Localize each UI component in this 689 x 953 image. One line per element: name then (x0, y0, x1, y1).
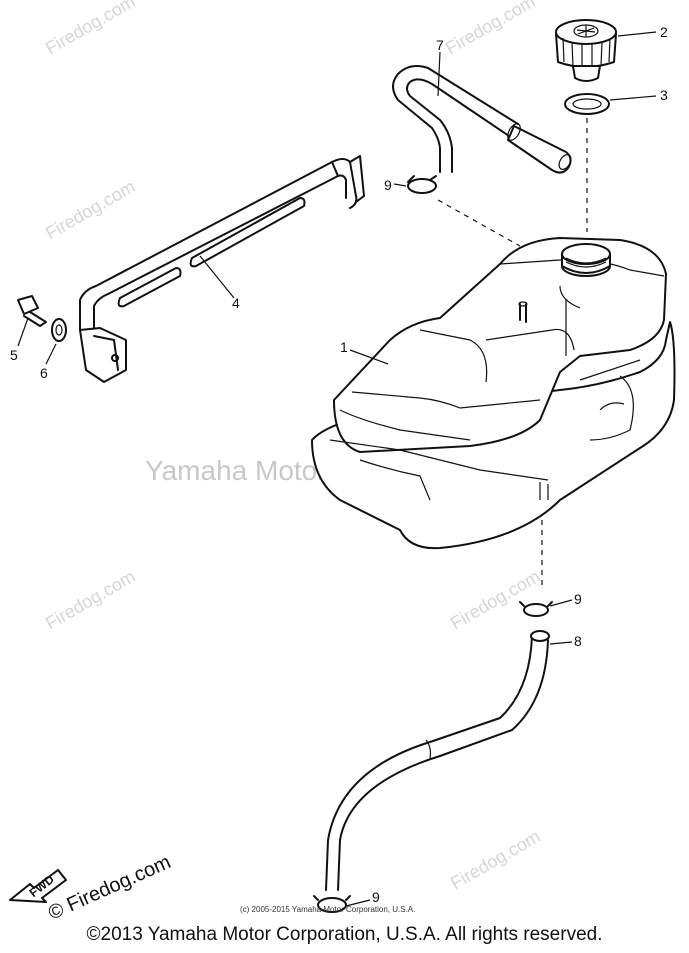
callout-9-middle: 9 (574, 591, 582, 607)
part-bolt (17, 295, 47, 327)
part-fuel-cap (555, 19, 617, 82)
watermark-site: Firedog.com (42, 0, 139, 58)
leader-lines (17, 31, 657, 907)
part-breather-hose (392, 65, 572, 174)
part-washer (51, 318, 67, 342)
callout-1: 1 (340, 339, 348, 355)
callout-9-upper: 9 (384, 177, 392, 193)
part-cap-gasket (564, 93, 610, 115)
callout-5: 5 (10, 347, 18, 363)
callout-3: 3 (660, 87, 668, 103)
callout-9-lower: 9 (372, 889, 380, 905)
callout-2: 2 (660, 24, 668, 40)
callout-8: 8 (574, 633, 582, 649)
callout-6: 6 (40, 365, 48, 381)
watermark-site: Firedog.com (42, 566, 139, 633)
part-hose-clamp-lower (313, 895, 351, 913)
forward-direction-arrow: FWD (9, 869, 67, 903)
callout-7: 7 (436, 37, 444, 53)
part-fuel-hose (325, 630, 550, 891)
watermark-site: Firedog.com (447, 826, 544, 893)
watermark-site: Firedog.com (42, 176, 139, 243)
small-copyright: (c) 2005-2015 Yamaha Motor Corporation, … (240, 905, 415, 914)
watermark-site: Firedog.com (442, 0, 539, 58)
watermark-site: Firedog.com (447, 566, 544, 633)
part-tank-bracket (79, 155, 365, 383)
footer-copyright: ©2013 Yamaha Motor Corporation, U.S.A. A… (86, 924, 603, 945)
callout-4: 4 (232, 295, 240, 311)
part-hose-clamp-upper (407, 175, 437, 194)
watermark-site-large: © Firedog.com (45, 851, 174, 925)
callout-labels: 1 2 3 4 5 6 7 8 9 9 9 (10, 24, 668, 905)
part-fuel-tank (311, 237, 676, 550)
part-hose-clamp-middle (519, 601, 553, 617)
